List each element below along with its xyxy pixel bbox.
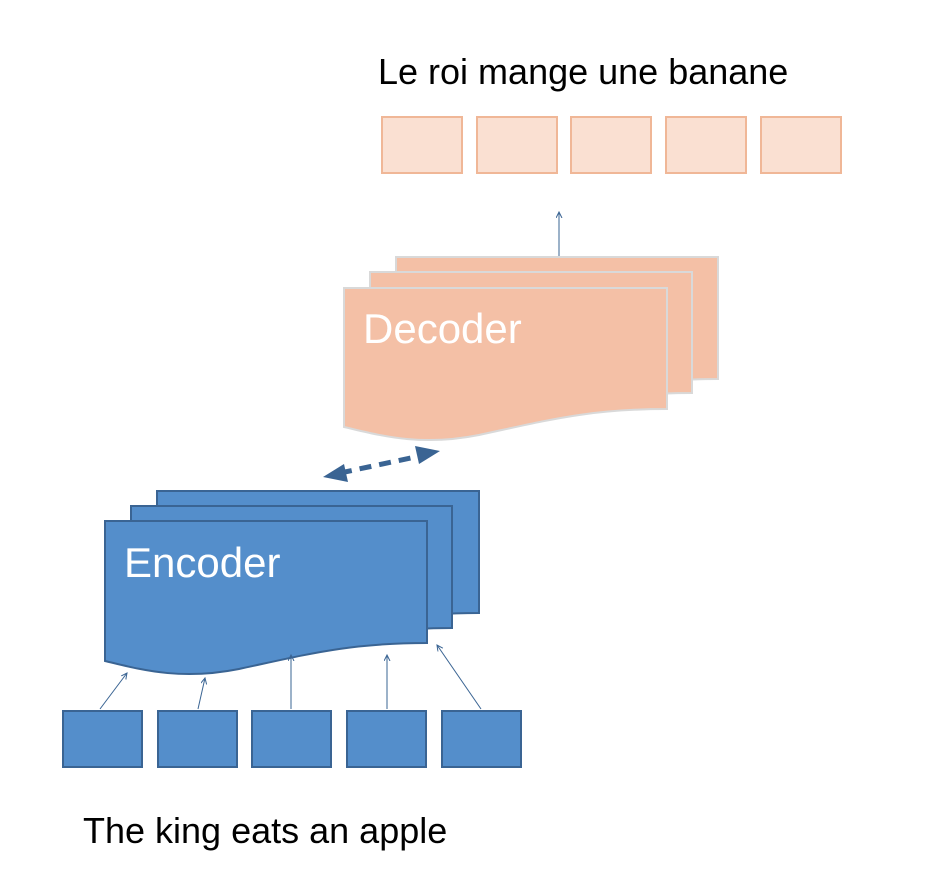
attention-link <box>323 446 440 482</box>
encoder-label: Encoder <box>124 539 280 586</box>
input-token-box <box>441 710 522 768</box>
attention-arrowhead-left <box>323 464 348 482</box>
output-token-box <box>570 116 652 174</box>
decoder-label: Decoder <box>363 305 522 352</box>
output-token-box <box>381 116 463 174</box>
encoder-stack: Encoder <box>104 490 480 676</box>
input-token-box <box>251 710 332 768</box>
attention-link-line <box>339 452 426 476</box>
input-tokens <box>62 710 522 768</box>
output-token-box <box>665 116 747 174</box>
input-arrow <box>197 678 205 710</box>
output-tokens <box>381 116 842 174</box>
input-arrow <box>99 673 127 710</box>
output-token-box <box>476 116 558 174</box>
input-arrows <box>99 645 482 710</box>
input-sentence: The king eats an apple <box>83 810 448 851</box>
output-token-box <box>760 116 842 174</box>
input-token-box <box>346 710 427 768</box>
input-token-box <box>157 710 238 768</box>
encoder-layer-front <box>104 520 428 676</box>
attention-arrowhead-right <box>415 446 440 464</box>
input-arrow <box>437 645 482 710</box>
output-sentence: Le roi mange une banane <box>378 51 789 92</box>
decoder-stack: Decoder <box>343 256 719 442</box>
input-token-box <box>62 710 143 768</box>
decoder-layer-front <box>343 287 668 442</box>
